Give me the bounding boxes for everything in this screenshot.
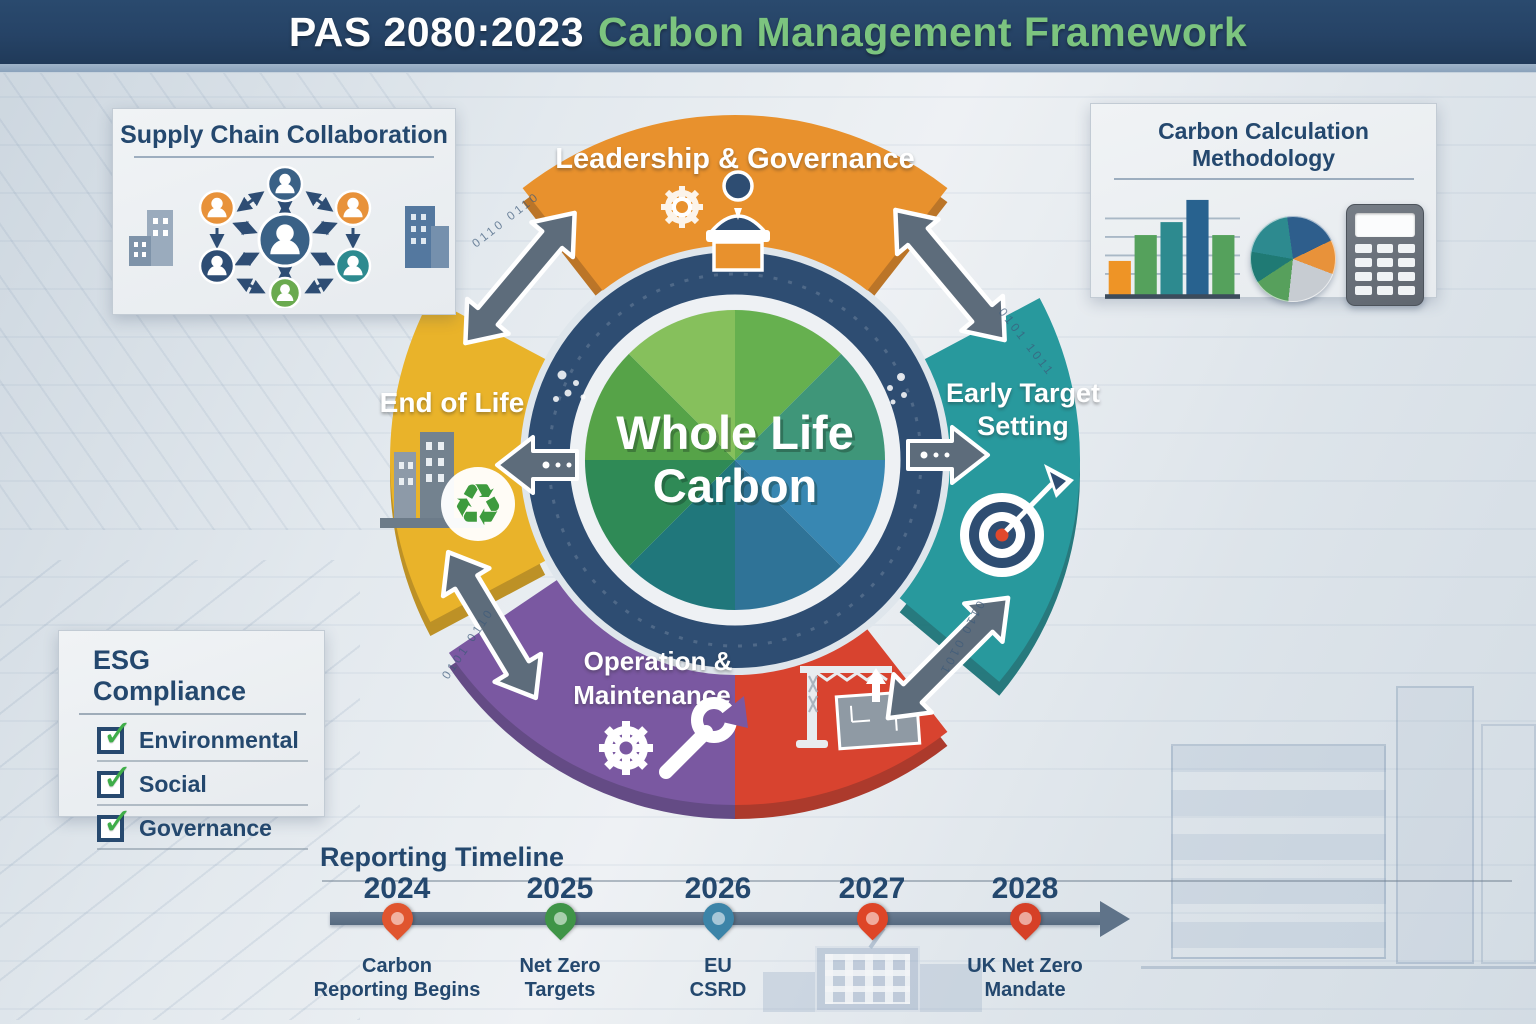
label-early-target-1: Early Target bbox=[946, 378, 1100, 408]
esg-item-social: ✓ Social bbox=[97, 759, 308, 806]
podium-speaker-icon bbox=[661, 170, 770, 272]
esg-card: ESG Compliance ✓ Environmental ✓ Social … bbox=[58, 630, 325, 850]
timeline-year: 2028 bbox=[991, 872, 1059, 905]
timeline-milestone-label: EU CSRD bbox=[689, 955, 747, 1001]
supply-chain-title-rule bbox=[134, 156, 434, 158]
ring-dot-decoration-left bbox=[553, 370, 586, 402]
label-early-target-2: Setting bbox=[977, 411, 1069, 441]
center-label-line1: Whole Life bbox=[616, 406, 854, 459]
esg-item-governance: ✓ Governance bbox=[97, 803, 308, 850]
timeline-arrowhead-icon bbox=[1100, 901, 1130, 937]
esg-item-environmental: ✓ Environmental bbox=[97, 715, 308, 762]
wedge-operation-maintenance bbox=[390, 115, 1080, 805]
center-label-shadow-1: Whole Life bbox=[619, 409, 857, 462]
carbon-calc-title: Carbon Calculation Methodology bbox=[1158, 118, 1369, 171]
checkbox-checked-icon: ✓ bbox=[97, 803, 133, 842]
svg-text:♻: ♻ bbox=[452, 473, 504, 538]
timeline-year: 2026 bbox=[684, 872, 752, 905]
carbon-framework-hub: Whole Life Carbon Whole Life Carbon Lead… bbox=[380, 114, 1100, 820]
timeline-milestone-label: Net Zero Targets bbox=[519, 955, 601, 1001]
checkbox-checked-icon: ✓ bbox=[97, 759, 133, 798]
esg-title-abbr: ESG bbox=[93, 645, 151, 675]
carbon-calc-title-rule bbox=[1113, 178, 1414, 180]
people-network-icon bbox=[129, 165, 449, 310]
target-dart-icon bbox=[960, 464, 1074, 577]
double-arrow-bottom-right bbox=[885, 595, 1011, 721]
label-leadership-governance: Leadership & Governance bbox=[555, 143, 914, 175]
network-arrows bbox=[209, 191, 361, 294]
arrow-to-early-target bbox=[906, 425, 990, 485]
header-bar: PAS 2080:2023 Carbon Management Framewor… bbox=[0, 0, 1536, 64]
calculator-icon bbox=[1346, 204, 1424, 306]
timeline-year: 2024 bbox=[363, 872, 431, 905]
pie-chart-icon bbox=[1250, 216, 1336, 302]
double-arrow-bottom-left bbox=[440, 549, 544, 701]
checkbox-checked-icon: ✓ bbox=[97, 715, 133, 754]
network-nodes bbox=[198, 165, 372, 310]
esg-item-label: Social bbox=[139, 771, 207, 797]
timeline-title: Reporting Timeline bbox=[320, 842, 565, 872]
timeline-milestone-label: UK Net Zero Mandate bbox=[967, 955, 1083, 1001]
reporting-timeline: Reporting Timeline 2024 2025 2026 2027 2… bbox=[314, 842, 1536, 1024]
center-label-line2: Carbon bbox=[653, 459, 818, 512]
double-arrow-top-right bbox=[893, 207, 1007, 343]
esg-title-rule bbox=[79, 713, 306, 715]
esg-item-label: Environmental bbox=[139, 727, 299, 753]
ring-dot-decoration-right bbox=[887, 373, 907, 405]
supply-chain-card: Supply Chain Collaboration bbox=[112, 108, 456, 315]
label-end-of-life: End of Life bbox=[380, 387, 525, 418]
arrow-to-end-of-life bbox=[495, 435, 579, 495]
timeline-year: 2027 bbox=[838, 872, 906, 905]
bar-chart-icon bbox=[1105, 199, 1240, 299]
header-standard: PAS 2080:2023 bbox=[288, 8, 585, 55]
esg-title: ESG Compliance bbox=[93, 645, 310, 707]
timeline-milestone-label: Carbon Reporting Begins bbox=[313, 955, 481, 1001]
header-subtitle: Carbon Management Framework bbox=[598, 8, 1248, 55]
left-buildings bbox=[129, 210, 173, 266]
whole-life-carbon-pie bbox=[585, 310, 885, 611]
timeline-title-rule bbox=[322, 880, 1512, 882]
center-label-shadow-2: Carbon bbox=[656, 462, 821, 515]
carbon-calc-card: Carbon Calculation Methodology bbox=[1090, 103, 1437, 306]
supply-chain-title: Supply Chain Collaboration bbox=[120, 121, 448, 149]
esg-item-label: Governance bbox=[139, 815, 272, 841]
recycle-buildings-icon: ♻ bbox=[380, 432, 515, 541]
label-operation-1: Operation & bbox=[584, 646, 733, 676]
right-buildings bbox=[405, 206, 449, 268]
double-arrow-top-left bbox=[463, 210, 577, 346]
header-divider-strip bbox=[0, 64, 1536, 73]
timeline-year: 2025 bbox=[526, 872, 594, 905]
wrench-gear-icon bbox=[599, 696, 748, 779]
esg-title-rest: Compliance bbox=[93, 676, 247, 706]
